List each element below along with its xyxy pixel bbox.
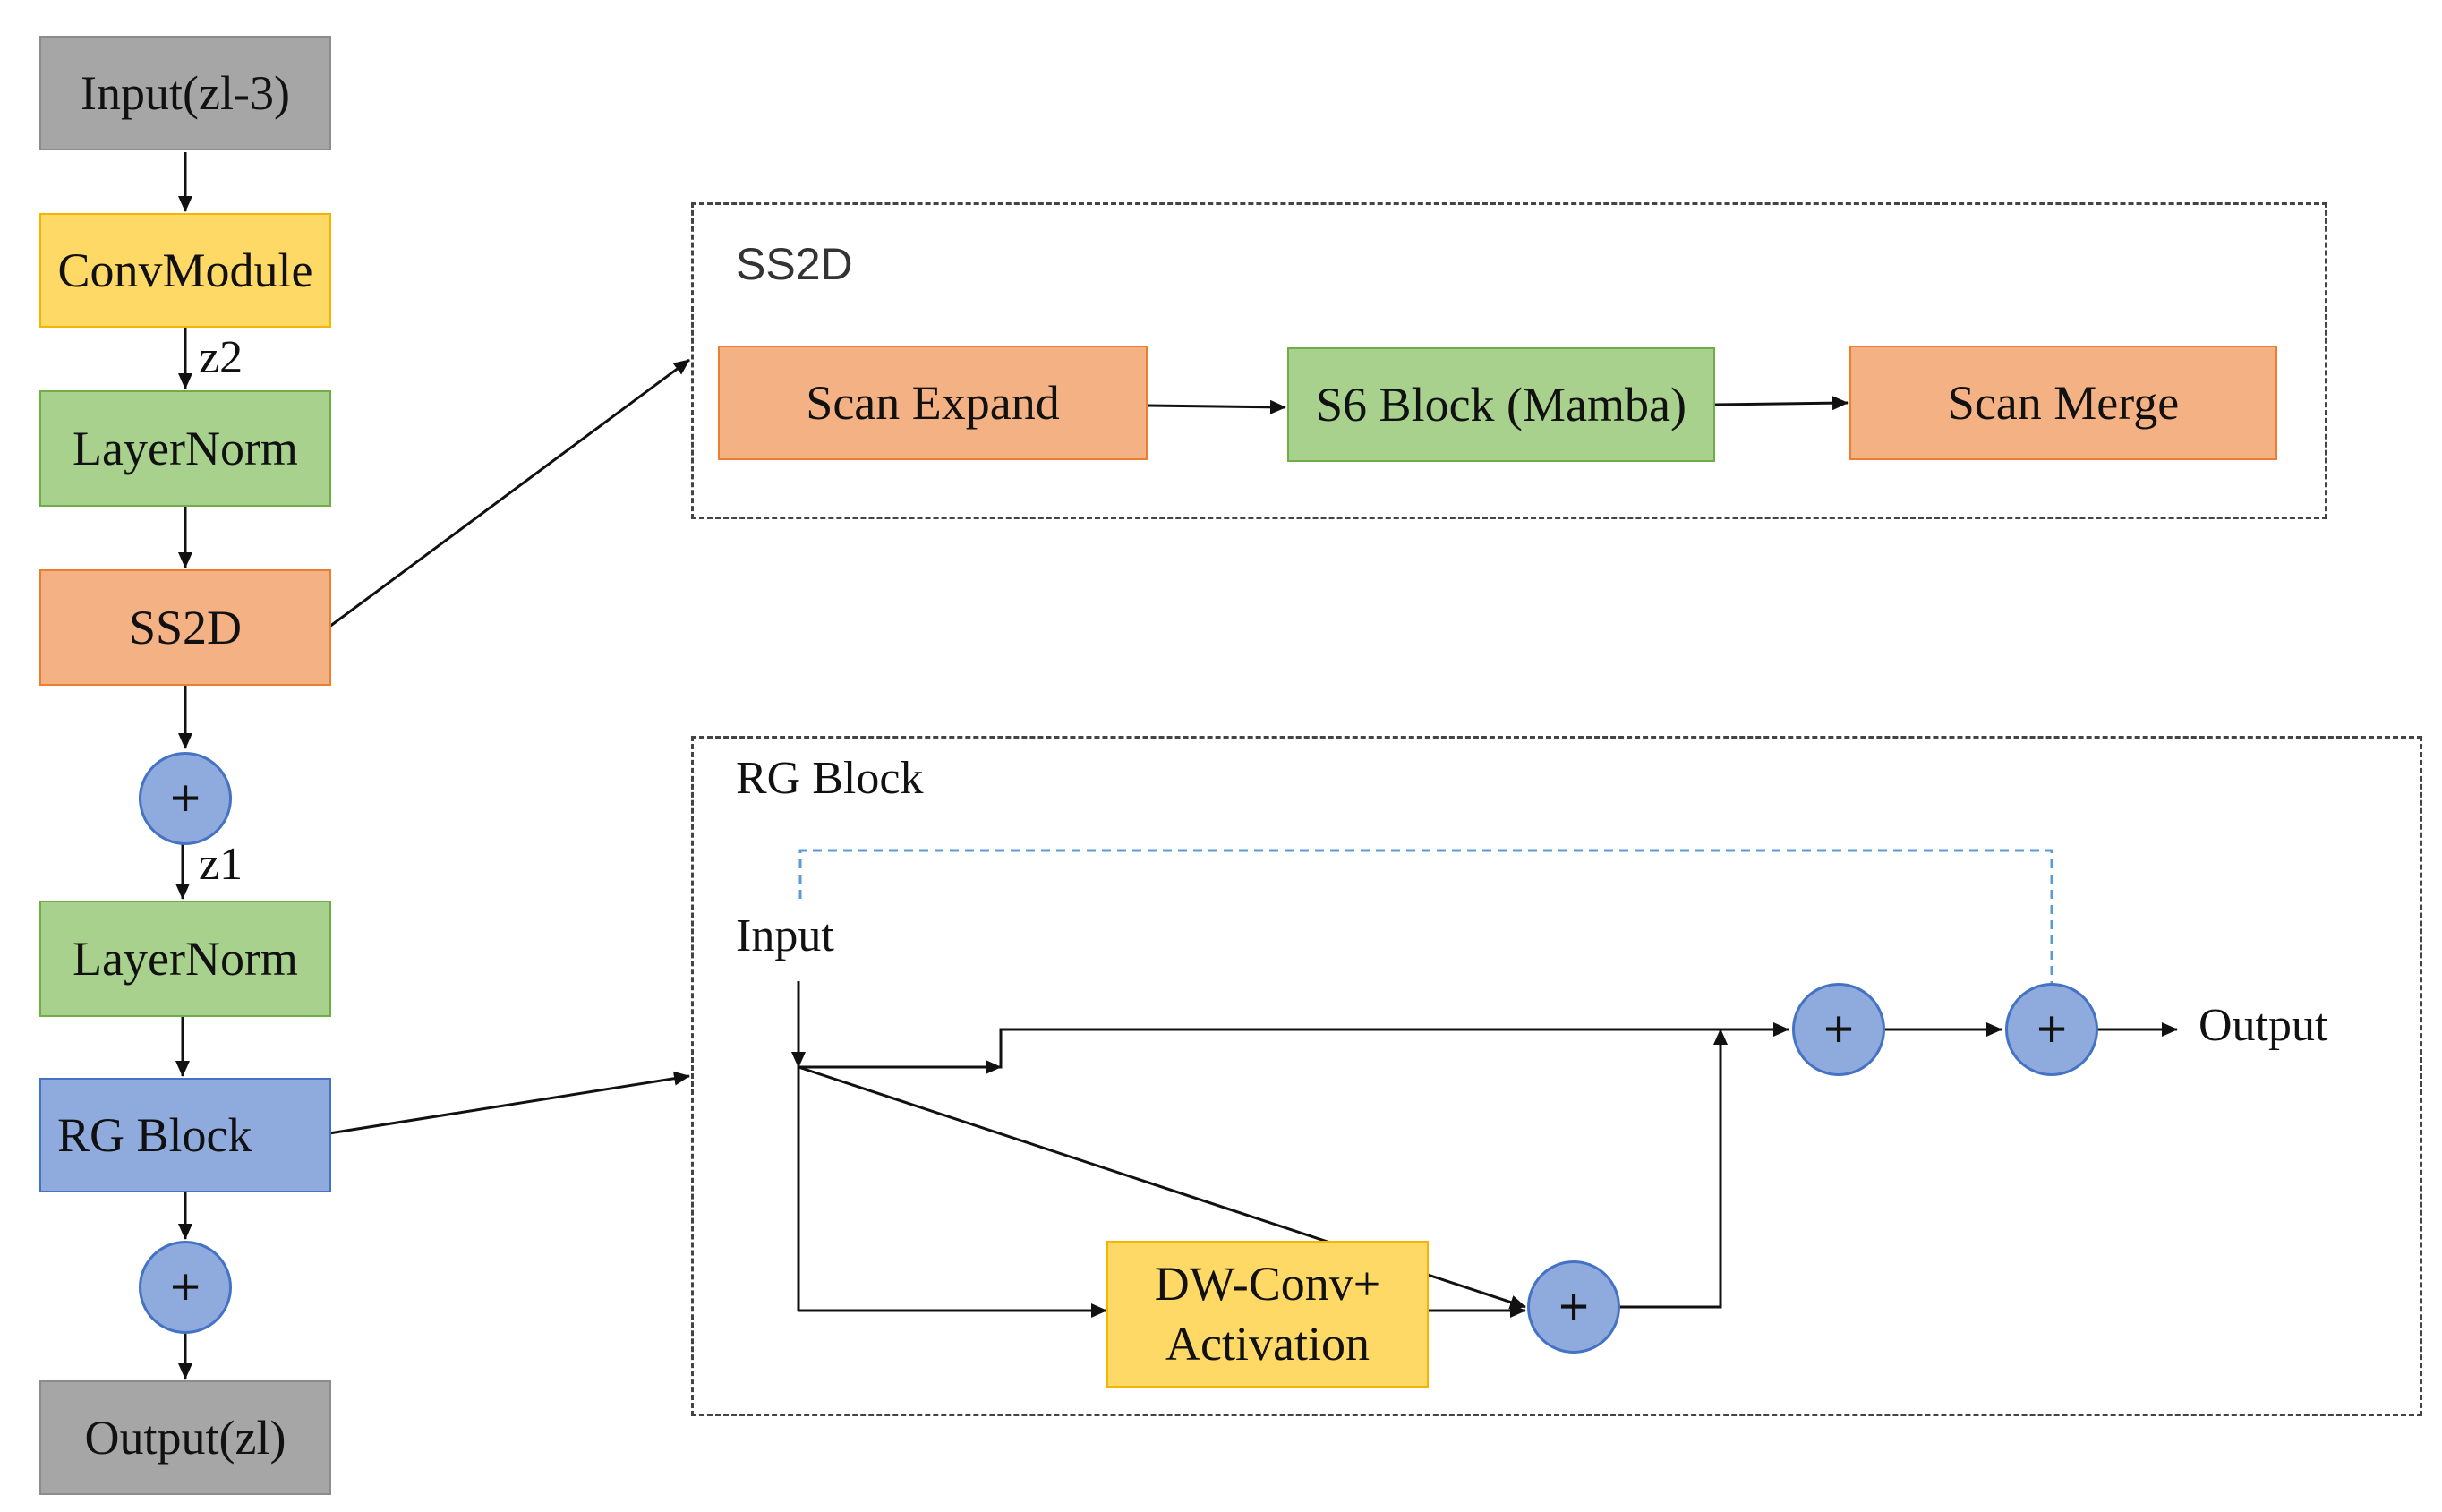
layernorm-node-2: LayerNorm [39,901,331,1017]
conv-module-node: ConvModule [39,213,331,328]
add-node-2: + [139,1241,232,1334]
rg-top-path [798,1022,1789,1069]
rg-output-label: Output [2199,1000,2328,1051]
dwconv-line-2: Activation [1166,1317,1370,1371]
add-node-rg-upper: + [1792,983,1885,1076]
add-node-1: + [139,752,232,845]
arrow-scan-expand-to-s6 [1147,399,1286,414]
z2-label: z2 [199,332,243,383]
rg-skip-connection [798,849,2054,983]
rg-add-up-to-top [1618,1029,1728,1309]
s6-block-node: S6 Block (Mamba) [1287,347,1715,462]
layernorm-node-1: LayerNorm [39,390,331,507]
add-node-rg-output: + [2005,983,2098,1076]
ss2d-node: SS2D [39,569,331,686]
arrow-s6-to-scan-merge [1714,396,1849,411]
add-node-rg-lower: + [1527,1260,1620,1354]
scan-merge-node: Scan Merge [1849,346,2277,460]
rg-input-label: Input [736,910,834,961]
ss2d-panel [691,202,2327,519]
arrow-ss2d-to-panel [329,358,690,628]
ss2d-panel-title: SS2D [736,239,853,289]
rg-block-node: RG Block [39,1078,331,1192]
output-node: Output(zl) [39,1380,331,1495]
rg-block-panel-title: RG Block [736,753,924,804]
scan-expand-node: Scan Expand [718,346,1148,460]
dwconv-line-1: DW-Conv+ [1154,1256,1381,1311]
dwconv-activation-node: DW-Conv+ Activation [1106,1241,1429,1388]
z1-label: z1 [199,839,243,890]
input-node: Input(zl-3) [39,36,331,150]
rg-block-panel [691,736,2422,1416]
arrow-rgblock-to-panel [329,1071,690,1135]
